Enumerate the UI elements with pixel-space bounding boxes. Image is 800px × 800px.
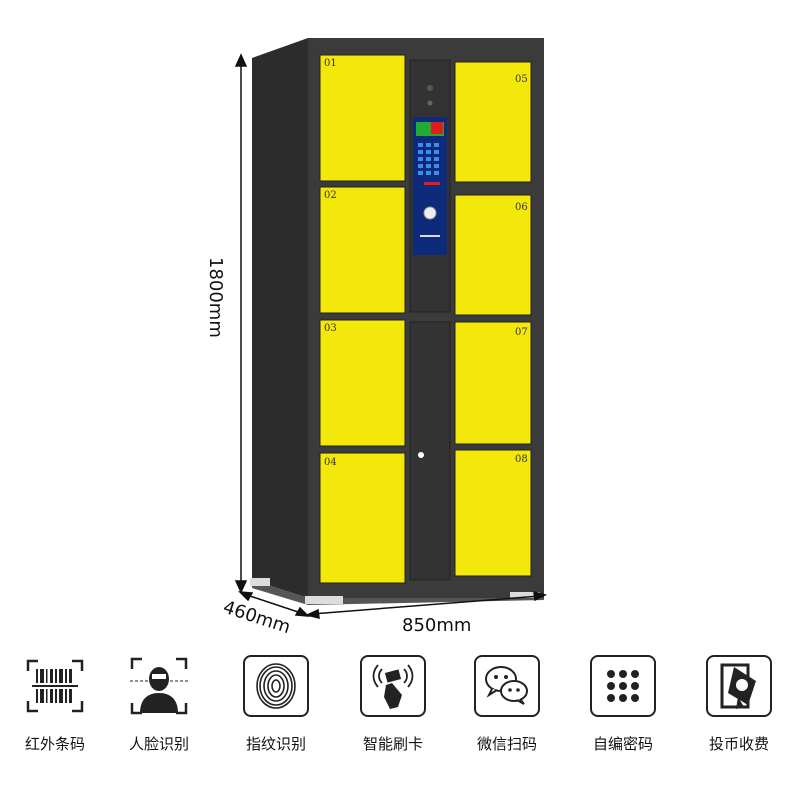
locker-door-05[interactable] <box>454 61 532 183</box>
control-panel-lower <box>409 321 451 581</box>
width-dimension-label: 850mm <box>402 615 471 636</box>
locker-door-06[interactable] <box>454 194 532 316</box>
door-number-08: 08 <box>515 454 528 465</box>
feature-list: 红外条码 人脸识别 <box>0 655 800 795</box>
feature-custom-password: 自编密码 <box>568 655 678 754</box>
card-swipe-icon <box>360 655 426 717</box>
locker-door-01[interactable] <box>319 54 406 182</box>
screen-keypad[interactable] <box>418 143 439 175</box>
control-screen[interactable] <box>413 117 447 255</box>
speaker-icon <box>427 85 433 91</box>
feature-coin-payment: 投币收费 <box>684 655 794 754</box>
cabinet-foot <box>510 592 540 598</box>
locker-door-07[interactable] <box>454 321 532 445</box>
door-number-03: 03 <box>324 323 337 334</box>
door-number-06: 06 <box>515 202 528 213</box>
locker-door-03[interactable] <box>319 319 406 447</box>
keypad-icon <box>590 655 656 717</box>
cabinet-foot <box>305 596 343 604</box>
feature-barcode: 红外条码 <box>0 655 110 754</box>
door-number-02: 02 <box>324 190 337 201</box>
face-recognition-icon <box>126 655 192 717</box>
screen-qr-area <box>431 122 443 134</box>
door-number-05: 05 <box>515 74 528 85</box>
locker-illustration: 01 02 03 04 05 06 07 08 1800mm 460mm 850 <box>205 38 548 638</box>
door-number-01: 01 <box>324 58 337 69</box>
wechat-icon <box>474 655 540 717</box>
cabinet-foot <box>250 578 270 586</box>
feature-label: 微信扫码 <box>476 736 537 753</box>
barcode-scanner-icon <box>22 655 88 717</box>
door-lock-icon <box>418 452 424 458</box>
width-dimension-line <box>304 590 548 619</box>
feature-label: 人脸识别 <box>128 736 189 753</box>
fingerprint-reader-icon[interactable] <box>423 206 437 220</box>
camera-icon <box>427 100 433 106</box>
coin-icon <box>706 655 772 717</box>
feature-label: 指纹识别 <box>245 736 306 753</box>
locker-door-08[interactable] <box>454 449 532 577</box>
feature-label: 投币收费 <box>708 736 769 753</box>
locker-door-04[interactable] <box>319 452 406 584</box>
cabinet-side-panel <box>252 38 308 598</box>
door-number-04: 04 <box>324 457 337 468</box>
feature-card-swipe: 智能刷卡 <box>338 655 448 754</box>
feature-label: 自编密码 <box>592 736 653 753</box>
feature-label: 红外条码 <box>24 736 85 753</box>
locker-door-02[interactable] <box>319 186 406 314</box>
screen-indicator <box>424 182 440 185</box>
feature-label: 智能刷卡 <box>362 736 423 753</box>
fingerprint-icon <box>243 655 309 717</box>
feature-face-recognition: 人脸识别 <box>104 655 214 754</box>
door-number-07: 07 <box>515 327 528 338</box>
feature-fingerprint: 指纹识别 <box>221 655 331 754</box>
height-dimension-line <box>234 53 248 594</box>
feature-wechat-scan: 微信扫码 <box>452 655 562 754</box>
depth-dimension-line <box>238 591 310 617</box>
card-slot <box>420 235 440 237</box>
depth-dimension-label: 460mm <box>220 597 293 638</box>
height-dimension-label: 1800mm <box>205 257 226 338</box>
